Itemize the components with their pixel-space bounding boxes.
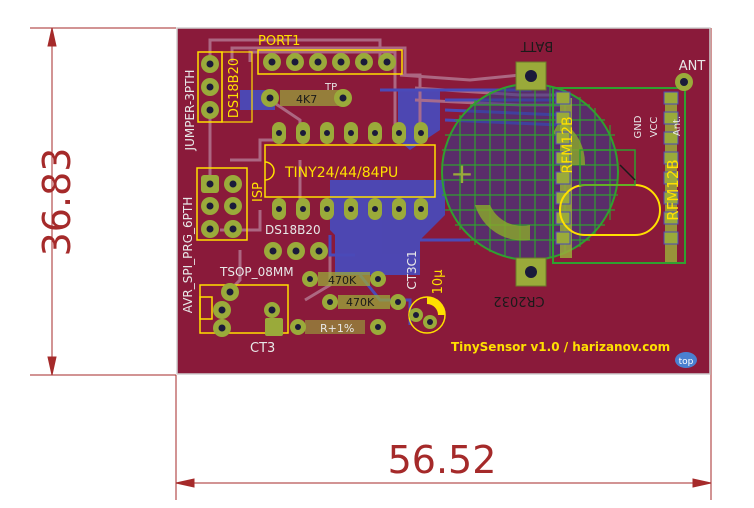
ant-pin-label: Ant.: [672, 116, 683, 136]
footer-label: TinySensor v1.0 / harizanov.com: [451, 340, 670, 354]
ds18b20-sensor: [221, 51, 253, 123]
resistor-4k7-label: 4K7: [296, 93, 317, 106]
ds18b20-label: DS18B20: [227, 58, 242, 118]
resistor-470k-1-label: 470K: [328, 274, 357, 287]
capacitor-10u: [408, 296, 446, 334]
height-dimension-label: 36.83: [35, 148, 79, 257]
width-dimension-label: 56.52: [388, 438, 497, 482]
jumper-label: JUMPER-3PTH: [183, 70, 197, 152]
svg-text:+: +: [450, 157, 473, 190]
jumper-3pth: [197, 51, 223, 123]
tp-label: TP: [324, 82, 337, 93]
ct3-label: CT3: [250, 341, 275, 356]
vcc-pin-label: VCC: [649, 117, 660, 138]
tsop-component: [199, 283, 289, 337]
battery-holder: +: [441, 61, 619, 287]
rfm12b-module: [552, 87, 686, 264]
mcu-label: TINY24/44/84PU: [284, 165, 398, 181]
resistor-470k-1: [302, 271, 386, 287]
rfm-label-left: RFM12B: [560, 116, 576, 173]
battery-label: BATT: [521, 38, 554, 53]
isp-label: ISP: [251, 182, 266, 202]
mcu-tiny84: [264, 122, 436, 220]
resistor-r1pct: [290, 319, 386, 335]
ct3c1-label: CT3C1: [405, 250, 419, 289]
width-arrow-left: [175, 478, 195, 488]
height-arrow-bottom: [47, 356, 57, 376]
height-arrow-top: [47, 27, 57, 47]
antenna-label: ANT: [679, 59, 706, 74]
resistor-470k-2: [322, 294, 406, 310]
rfm-label-right: RFM12B: [664, 159, 682, 220]
width-arrow-right: [692, 478, 712, 488]
top-badge: [675, 352, 697, 368]
spi-label: AVR_SPI_PRG_6PTH: [181, 197, 195, 313]
top-badge-label: top: [679, 357, 694, 367]
port1-label: PORT1: [258, 34, 300, 49]
gnd-pin-label: GND: [633, 115, 644, 138]
port1-header: [257, 49, 403, 75]
bottom-ds18b20-pads: [264, 242, 328, 260]
bottom-ds18b20-label: DS18B20: [265, 223, 321, 237]
resistor-4k7: [261, 89, 352, 107]
isp-header: [196, 167, 248, 241]
battery-type-label: CR2032: [493, 293, 544, 308]
resistor-470k-2-label: 470K: [346, 296, 375, 309]
capacitor-label: 10μ: [431, 270, 446, 295]
dimension-annotations: [30, 27, 712, 500]
antenna-pad: [675, 73, 693, 91]
resistor-r1pct-label: R+1%: [320, 322, 354, 335]
tsop-label: TSOP_08MM: [219, 265, 294, 279]
